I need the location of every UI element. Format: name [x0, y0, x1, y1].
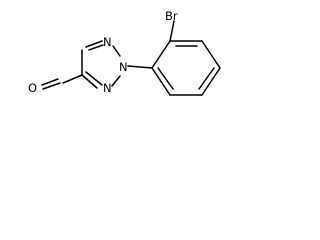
molecule-drawing: Br O N N N — [0, 0, 261, 124]
phenyl-bond-4 — [201, 67, 221, 96]
carbonyl-bond-1 — [42, 82, 61, 90]
n-phenyl-bond — [127, 65, 153, 69]
oxygen-label: O — [28, 81, 37, 95]
phenyl-double-2 — [198, 67, 215, 90]
c-br-bond — [169, 20, 175, 42]
phenyl-bond-6 — [151, 67, 171, 96]
ring-bond-n2-n3 — [112, 45, 121, 57]
nitrogen-label-2: N — [119, 60, 128, 74]
bromine-label: Br — [165, 9, 178, 23]
structure-diagram: Br O N N N — [0, 0, 261, 124]
ring-bond-n4-c5-double — [85, 71, 103, 86]
ring-bond-n1-n2-double — [88, 44, 104, 51]
phenyl-double-3 — [157, 67, 174, 90]
ring-bond-n1-n2 — [85, 40, 103, 48]
nitrogen-label-3: N — [103, 81, 112, 95]
phenyl-bond-3 — [201, 40, 221, 69]
nitrogen-label-1: N — [103, 35, 112, 49]
ring-bond-n4-c5 — [81, 74, 98, 89]
carbonyl-bond-2 — [41, 78, 59, 86]
aldehyde-bond — [62, 74, 83, 84]
phenyl-bond-1 — [151, 40, 171, 69]
canvas-background — [0, 0, 261, 124]
ring-bond-n3-n4 — [111, 75, 121, 87]
